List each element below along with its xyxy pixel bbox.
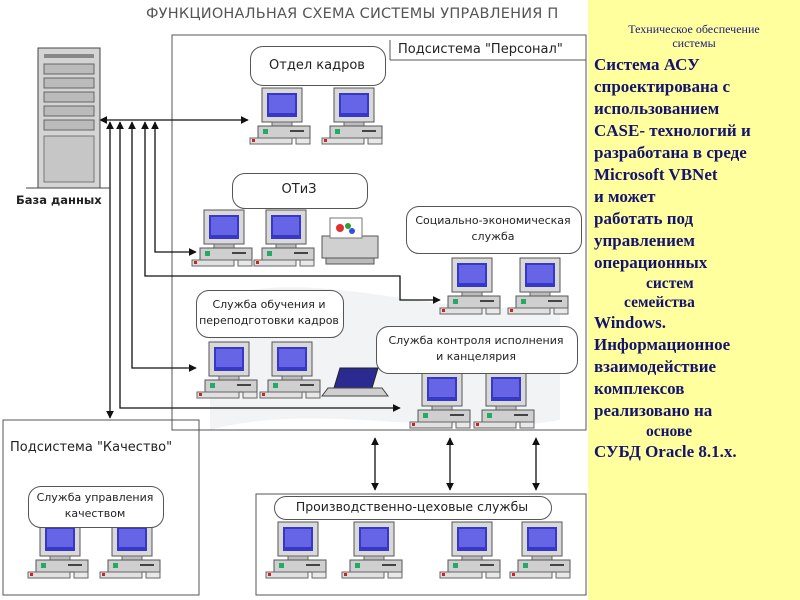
panel-text-line: Система АСУ (594, 55, 700, 74)
unit-quality-label-2: качеством (64, 507, 126, 520)
panel-text-line: Информационное (594, 335, 731, 354)
panel-text-line: разработана в среде (594, 143, 747, 162)
computer-icon (507, 257, 569, 315)
unit-control-label-1: Служба контроля исполнения (388, 334, 564, 347)
diagram-title: ФУНКЦИОНАЛЬНАЯ СХЕМА СИСТЕМЫ УПРАВЛЕНИЯ … (146, 6, 559, 22)
unit-training-box (196, 290, 344, 338)
panel-text-line: управлением (594, 231, 696, 250)
computer-icon (196, 341, 258, 399)
computer-icon (249, 87, 311, 145)
panel-text-line: Windows. (594, 313, 666, 332)
subsystem-quality-label: Подсистема "Качество" (10, 440, 173, 455)
computer-icon (439, 521, 501, 579)
unit-control-box (376, 326, 578, 374)
panel-text-line: реализовано на (594, 401, 713, 420)
panel-text-line: семейства (624, 294, 695, 311)
computer-icon (439, 257, 501, 315)
computer-icon (509, 521, 571, 579)
unit-training-label-2: переподготовки кадров (199, 314, 339, 327)
computer-icon (341, 521, 403, 579)
computer-icon (99, 521, 161, 579)
computer-icon (321, 87, 383, 145)
panel-text-line: операционных (594, 253, 708, 272)
unit-training-label-1: Служба обучения и (212, 298, 326, 311)
subsystem-personnel-label: Подсистема "Персонал" (398, 42, 563, 57)
computer-icon (265, 521, 327, 579)
unit-hr-label: Отдел кадров (269, 58, 365, 73)
laptop-icon (321, 367, 389, 397)
unit-quality-box (28, 486, 164, 528)
panel-text-line: комплексов (594, 379, 685, 398)
panel-text-line: взаимодействие (594, 357, 717, 376)
unit-social-label-2: служба (471, 230, 515, 243)
unit-otiz-label: ОТиЗ (281, 182, 317, 197)
panel-body: Система АСУ спроектирована с использование… (594, 54, 796, 463)
info-panel: Техническое обеспечение системы Система … (588, 0, 800, 600)
computer-icon (27, 521, 89, 579)
unit-hr-box (250, 46, 386, 86)
panel-text-line: использованием (594, 99, 720, 118)
frame-quality (2, 419, 200, 596)
printer-icon (321, 217, 379, 265)
frame-production (255, 493, 587, 596)
unit-production-box (274, 496, 552, 520)
computer-icon (191, 209, 253, 267)
panel-text-line: и может (594, 187, 656, 206)
database-label: База данных (16, 193, 102, 207)
panel-text-line: систем (646, 275, 694, 292)
panel-heading-line-2: системы (672, 36, 716, 51)
panel-text-line: спроектирована с (594, 77, 731, 96)
unit-social-label-1: Социально-экономическая (415, 214, 571, 227)
panel-text-line: основе (646, 423, 693, 440)
unit-control-label-2: и канцелярия (436, 350, 516, 363)
unit-quality-label-1: Служба управления (36, 491, 154, 504)
unit-social-box (406, 206, 582, 254)
panel-heading-line-1: Техническое обеспечение (628, 22, 760, 36)
database-server-icon (26, 47, 110, 189)
unit-otiz-box (232, 173, 368, 209)
panel-text-line: CASE- технологий и (594, 121, 751, 140)
panel-text-line: работать под (594, 209, 694, 228)
panel-heading: Техническое обеспечение системы (588, 22, 800, 51)
panel-text-line: Microsoft VBNet (594, 165, 718, 184)
computer-icon (253, 209, 315, 267)
unit-production-label: Производственно-цеховые службы (295, 499, 529, 514)
panel-text-line: СУБД Oracle 8.1.x. (594, 442, 737, 461)
